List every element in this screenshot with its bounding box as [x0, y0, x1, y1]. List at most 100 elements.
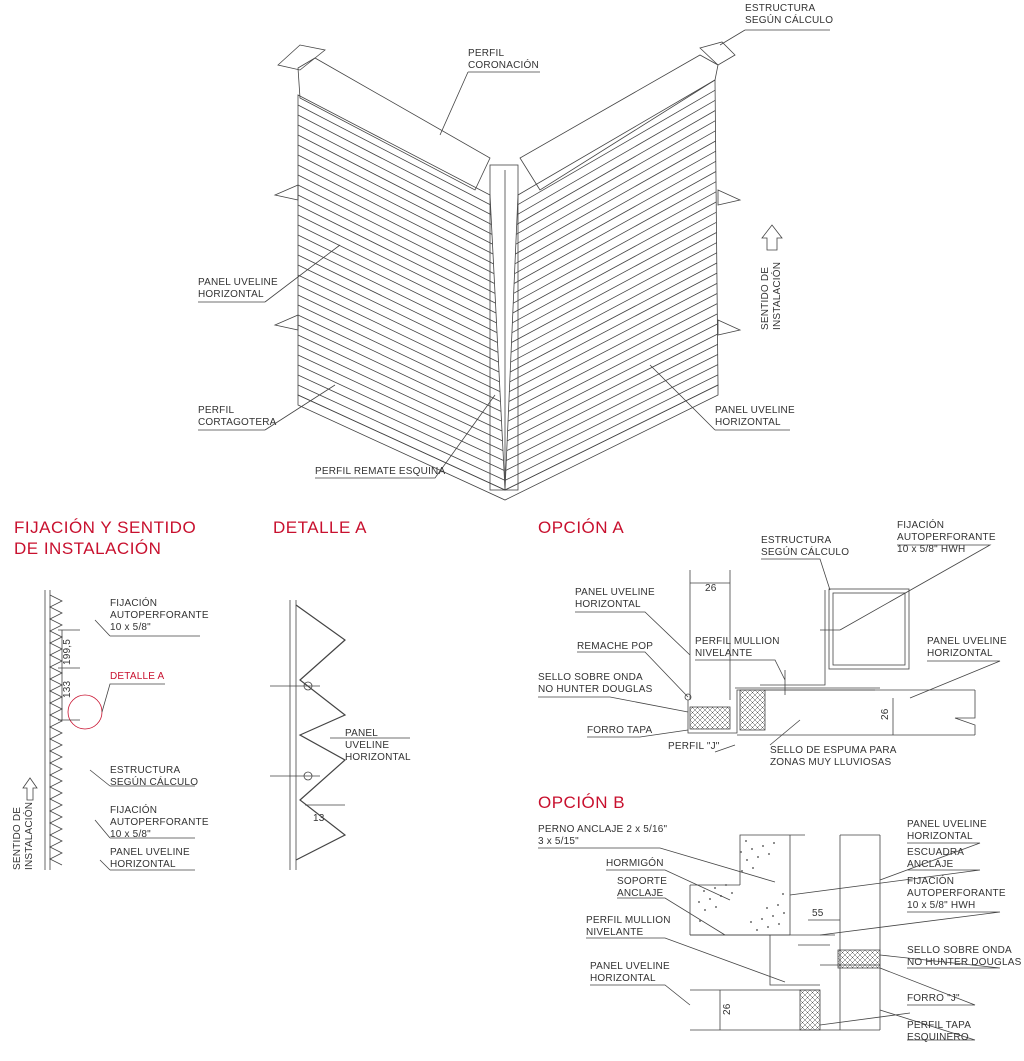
concrete-dot [703, 890, 706, 893]
concrete-dot [750, 921, 753, 924]
installation-arrow-icon [761, 224, 783, 251]
concrete-dot [756, 929, 759, 932]
louvre-line [297, 194, 496, 294]
louvre-line [297, 314, 502, 412]
label-b-forro-j: FORRO "J" [907, 993, 960, 1004]
louvre-line [297, 274, 500, 373]
louvre-line [509, 272, 718, 383]
label-detalle-a: DETALLE A [110, 671, 165, 682]
label-remate: PERFIL REMATE ESQUINA [315, 466, 446, 477]
label-b-panel-left: PANEL UVELINE HORIZONTAL [590, 961, 670, 984]
louvre-line [513, 171, 717, 284]
dim-a-26-right: 26 [880, 708, 891, 720]
label-a-remache: REMACHE POP [577, 641, 654, 652]
louvre-line [297, 324, 502, 422]
louvre-line [517, 89, 716, 206]
label-b-escuadra: ESCUADRA ANCLAJE [907, 847, 965, 870]
label-panel-left: PANEL UVELINE HORIZONTAL [198, 277, 278, 300]
louvre-line [514, 160, 716, 275]
option-a-drawing [538, 544, 1001, 753]
louvre-line [515, 140, 716, 255]
label-a-estructura: ESTRUCTURA SEGÚN CÁLCULO [761, 535, 850, 558]
concrete-dot [766, 907, 769, 910]
dim-133: 133 [62, 680, 73, 698]
louvre-line [297, 354, 504, 452]
concrete-dot [709, 898, 712, 901]
label-panel-right: PANEL UVELINE HORIZONTAL [715, 405, 795, 428]
louvre-line [297, 104, 491, 206]
concrete-dot [761, 918, 764, 921]
louvre-line [297, 164, 494, 265]
louvre-line [516, 120, 716, 235]
louvre-line [516, 110, 716, 225]
label-b-panel-right: PANEL UVELINE HORIZONTAL [907, 819, 987, 842]
louvre-line [297, 224, 497, 324]
louvre-line [297, 214, 497, 314]
concrete-dot [751, 848, 754, 851]
label-a-forro: FORRO TAPA [587, 725, 653, 736]
louvre-line [297, 334, 503, 432]
louvre-line [297, 284, 500, 383]
concrete-dot [699, 920, 702, 923]
label-estructura-2: ESTRUCTURA SEGÚN CÁLCULO [110, 765, 199, 788]
louvre-line [297, 344, 503, 442]
louvre-line [297, 384, 505, 481]
concrete-dot [704, 909, 707, 912]
dim-a-26-top: 26 [705, 583, 717, 594]
concrete-dot [741, 870, 744, 873]
louvre-line [510, 262, 717, 373]
label-a-fijacion: FIJACIÓN AUTOPERFORANTE 10 x 5/8" HWH [897, 520, 996, 555]
concrete-dot [752, 867, 755, 870]
louvre-line [297, 184, 495, 284]
concrete-dot [768, 853, 771, 856]
detail-a-drawing [270, 600, 410, 870]
concrete-dot [778, 923, 781, 926]
concrete-dot [777, 904, 780, 907]
label-b-soporte: SOPORTE ANCLAJE [617, 876, 668, 899]
louvre-line [297, 144, 493, 245]
detail-a-marker [67, 694, 103, 730]
dim-13: 13 [313, 813, 325, 824]
louvre-line [509, 282, 718, 393]
louvre-line [511, 232, 717, 343]
concrete-dot [740, 851, 743, 854]
label-b-fijacion: FIJACIÓN AUTOPERFORANTE 10 x 5/8" HWH [907, 876, 1006, 911]
louvre-line [297, 154, 494, 255]
concrete-dot [767, 926, 770, 929]
louvre-line [297, 264, 499, 363]
label-sentido: SENTIDO DE INSTALACIÓN [760, 261, 783, 330]
installation-arrow-icon-2 [22, 777, 38, 801]
louvre-line [516, 99, 716, 216]
label-a-sello-onda: SELLO SOBRE ONDA NO HUNTER DOUGLAS [538, 672, 653, 695]
concrete-dot [783, 912, 786, 915]
label-a-perfil-j: PERFIL "J" [668, 741, 720, 752]
concrete-dot [698, 901, 701, 904]
right-wall-panel [504, 79, 719, 491]
louvre-line [510, 242, 717, 353]
coronation-profile-right [519, 54, 719, 191]
louvre-line [514, 150, 716, 265]
concrete-dot [745, 840, 748, 843]
label-estructura: ESTRUCTURA SEGÚN CÁLCULO [745, 3, 834, 26]
label-fijacion-1: FIJACIÓN AUTOPERFORANTE 10 x 5/8" [110, 598, 209, 633]
dim-199-5: 199,5 [62, 638, 73, 665]
concrete-dot [731, 892, 734, 895]
concrete-dot [746, 859, 749, 862]
heading-opcion-a: OPCIÓN A [538, 518, 625, 537]
louvre-line [297, 374, 505, 471]
heading-fijacion: FIJACIÓN Y SENTIDO DE INSTALACIÓN [14, 518, 197, 558]
label-panel: PANEL UVELINE HORIZONTAL [110, 847, 190, 870]
label-fijacion-2: FIJACIÓN AUTOPERFORANTE 10 x 5/8" [110, 805, 209, 840]
louvre-line [297, 364, 504, 461]
fixing-detail [22, 590, 200, 871]
louvre-line [508, 303, 718, 412]
louvre-line [513, 191, 717, 304]
heading-detalle-a: DETALLE A [273, 518, 367, 537]
louvre-line [297, 204, 496, 304]
louvre-line [508, 293, 718, 402]
concrete-dot [772, 915, 775, 918]
label-coronacion: PERFIL CORONACIÓN [468, 48, 539, 71]
louvre-line [506, 354, 718, 461]
corner-profile [489, 164, 519, 491]
dim-b-26: 26 [722, 1003, 733, 1015]
